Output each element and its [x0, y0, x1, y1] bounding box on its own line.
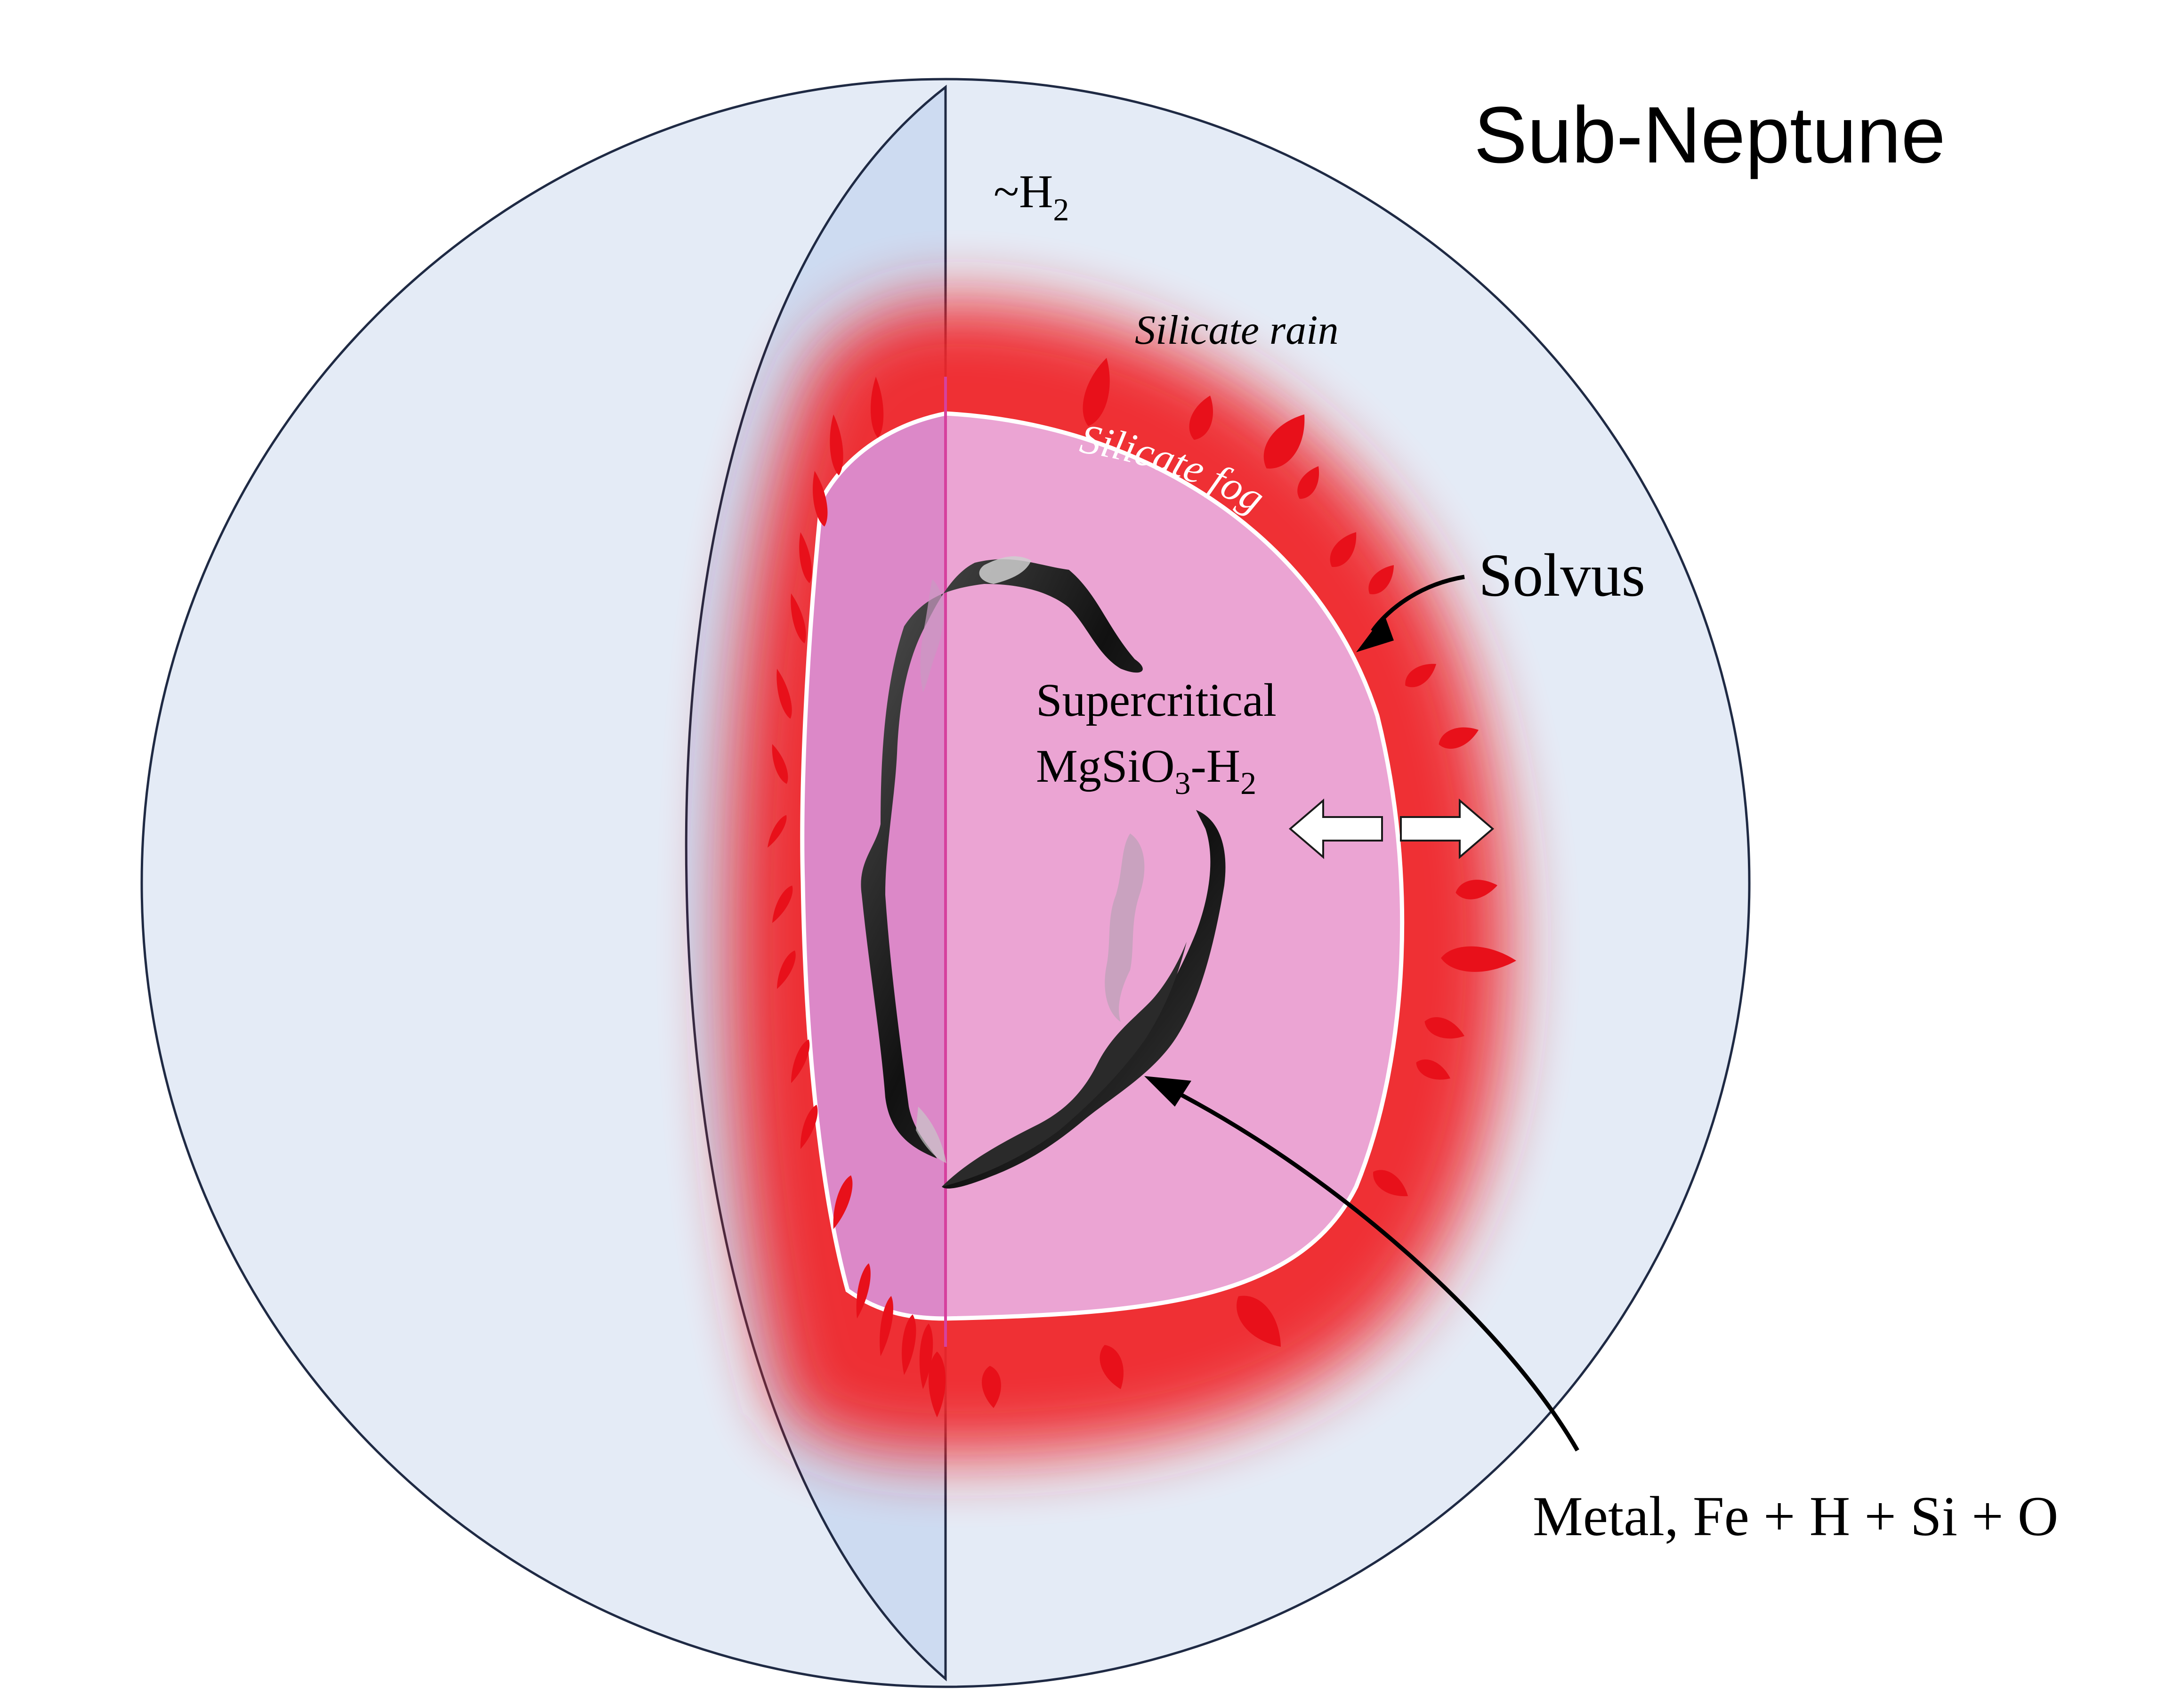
- silicate-rain-label: Silicate rain: [1135, 308, 1339, 353]
- mantle-label-line2: MgSiO3-H2: [1036, 740, 1256, 801]
- core-label: Metal, Fe + H + Si + O: [1533, 1485, 2058, 1547]
- mantle-right: [946, 413, 1402, 1319]
- mantle-label-line1: Supercritical: [1036, 674, 1277, 726]
- solvus-boundary: [800, 411, 1405, 1321]
- double-arrow-icon: [1288, 798, 1495, 859]
- core-pointer: [1144, 1076, 1579, 1452]
- envelope-label: ~H2: [994, 165, 1069, 227]
- solvus-label: Solvus: [1479, 542, 1645, 609]
- solvus-pointer: [1356, 575, 1465, 652]
- diagram-title: Sub-Neptune: [1474, 90, 1946, 180]
- metal-core: [861, 556, 1226, 1189]
